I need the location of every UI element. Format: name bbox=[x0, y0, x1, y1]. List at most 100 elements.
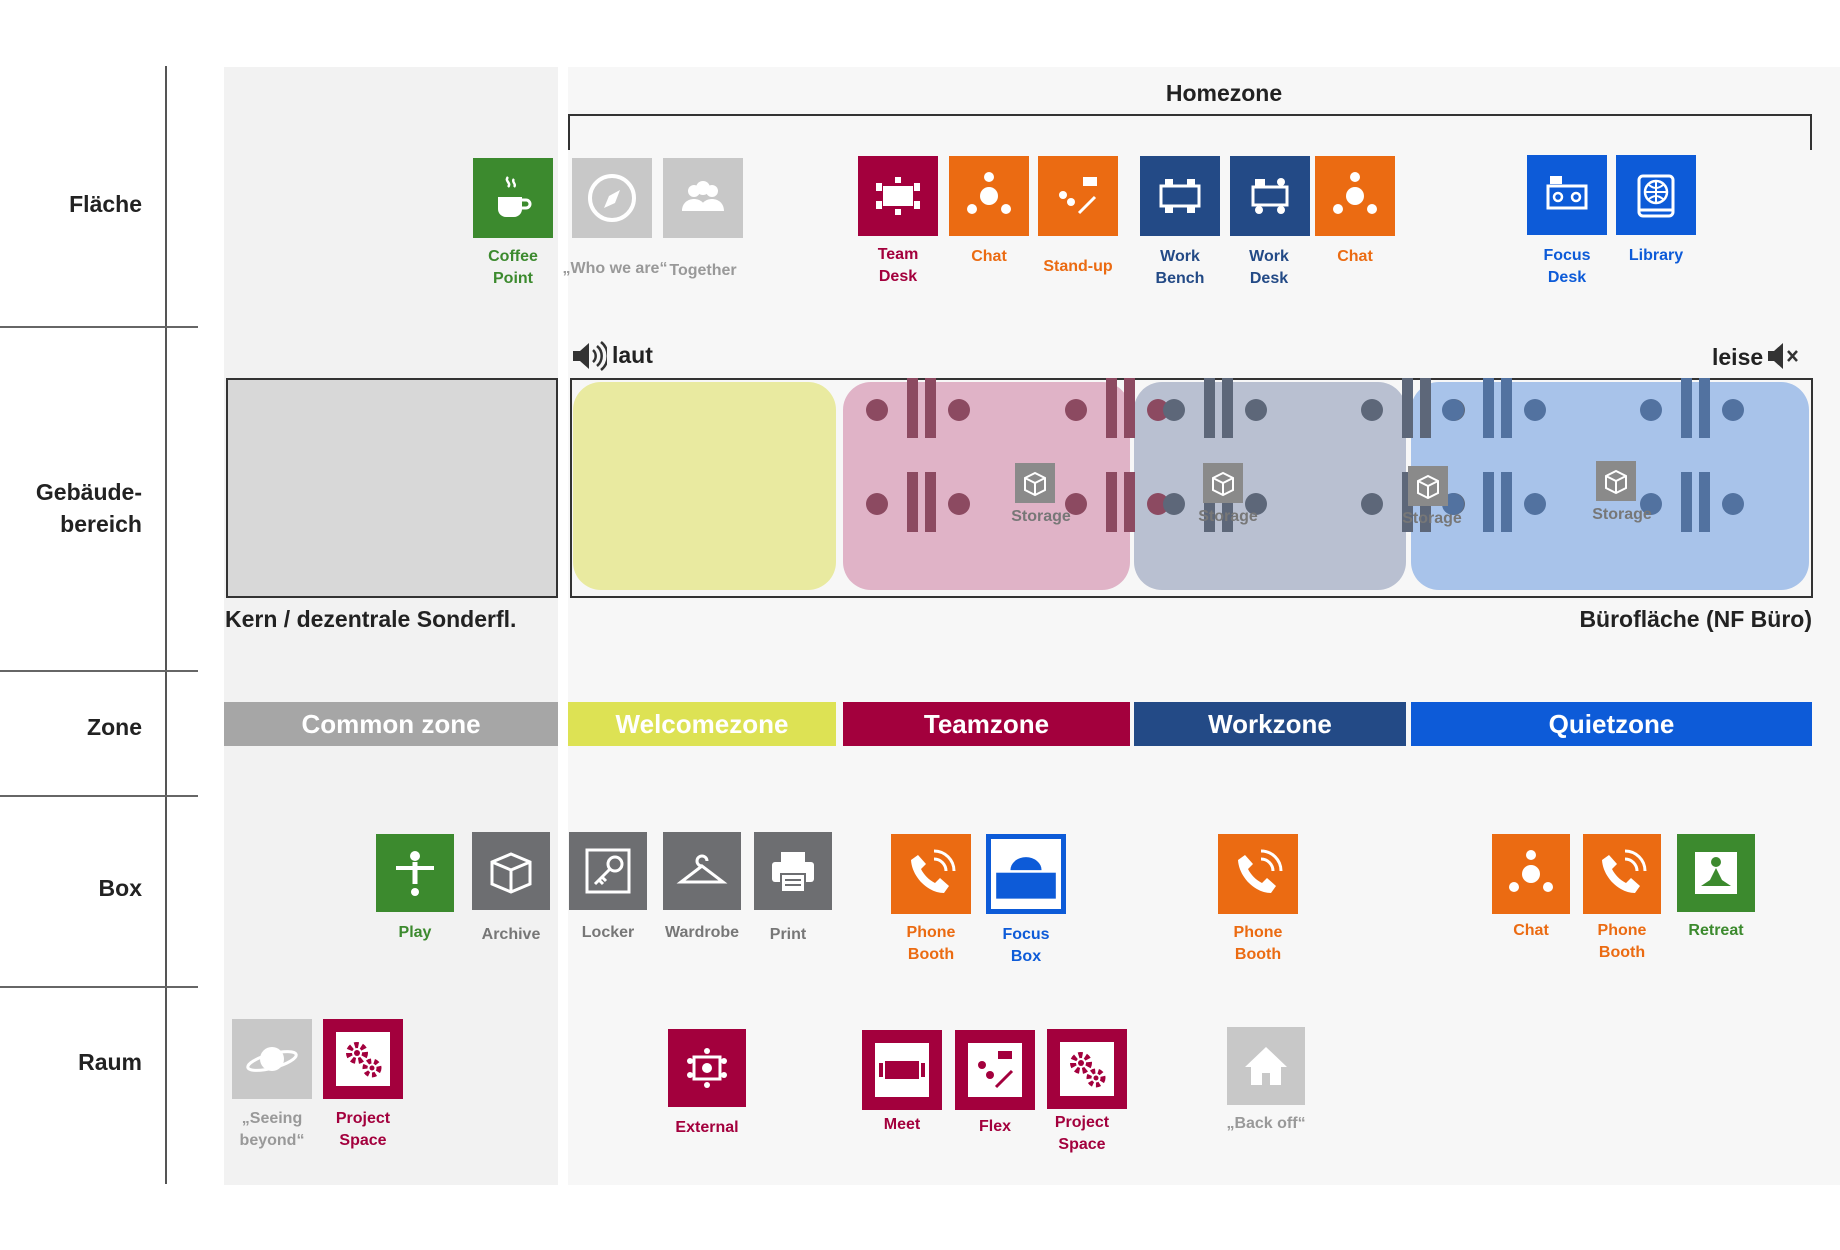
phone-booth-tile bbox=[891, 834, 971, 914]
chair bbox=[1065, 399, 1087, 421]
foosball-icon bbox=[396, 851, 434, 896]
focus-box-icon bbox=[991, 839, 1061, 909]
chair bbox=[1524, 493, 1546, 515]
chair bbox=[1245, 493, 1267, 515]
chat-label: Chat bbox=[1337, 248, 1373, 265]
together-label: Together bbox=[669, 262, 737, 279]
chair bbox=[1640, 493, 1662, 515]
chair bbox=[866, 493, 888, 515]
desk bbox=[1204, 378, 1215, 438]
work-bench-tile bbox=[1140, 156, 1220, 236]
chair bbox=[1163, 493, 1185, 515]
team-desk-tile bbox=[858, 156, 938, 236]
chat-tile bbox=[1492, 834, 1570, 914]
common-zone-background bbox=[224, 67, 558, 1185]
key-icon bbox=[585, 848, 631, 894]
library-label: Library bbox=[1628, 247, 1684, 264]
phone-booth-tile bbox=[1583, 834, 1661, 914]
flex-tile bbox=[955, 1030, 1035, 1110]
retreat-label: Retreat bbox=[1688, 922, 1744, 939]
desk bbox=[1106, 472, 1117, 532]
desk bbox=[1483, 472, 1494, 532]
chair bbox=[1245, 399, 1267, 421]
who-we-are-tile bbox=[572, 158, 652, 238]
work-desk-tile bbox=[1230, 156, 1310, 236]
focus-desk-tile bbox=[1527, 155, 1607, 235]
flex-icon bbox=[968, 1043, 1022, 1097]
stand-up-tile bbox=[1038, 156, 1118, 236]
project-space-label: Project Space bbox=[1054, 1114, 1110, 1153]
chair bbox=[1722, 493, 1744, 515]
external-meeting-icon bbox=[687, 1048, 727, 1088]
back-off-label: „Back off“ bbox=[1226, 1115, 1306, 1132]
together-tile bbox=[663, 158, 743, 238]
house-icon bbox=[1245, 1047, 1287, 1085]
zone-bar-welcome: Welcomezone bbox=[568, 702, 836, 746]
box-icon bbox=[490, 852, 532, 894]
desk bbox=[1681, 472, 1692, 532]
desk bbox=[1483, 378, 1494, 438]
phone-icon bbox=[911, 849, 956, 893]
chair bbox=[1361, 493, 1383, 515]
chat-icon bbox=[967, 172, 1011, 214]
coffee-cup-icon bbox=[498, 176, 532, 217]
row-divider bbox=[0, 670, 198, 672]
gears-icon bbox=[1060, 1042, 1114, 1096]
chair bbox=[1163, 399, 1185, 421]
globe-book-icon bbox=[1637, 174, 1675, 218]
coffee-point-tile bbox=[473, 158, 553, 238]
desk bbox=[1402, 378, 1413, 438]
project-space-tile bbox=[323, 1019, 403, 1099]
row-divider bbox=[0, 795, 198, 797]
leise-label: leise bbox=[1712, 344, 1764, 370]
chair bbox=[1524, 399, 1546, 421]
external-label: External bbox=[675, 1119, 739, 1136]
storage-box-icon bbox=[1203, 463, 1243, 503]
chair bbox=[866, 399, 888, 421]
row-divider bbox=[0, 986, 198, 988]
row-label-box: Box bbox=[98, 875, 142, 901]
homezone-background bbox=[568, 67, 1840, 1185]
chat-icon bbox=[1333, 172, 1377, 214]
print-tile bbox=[754, 832, 832, 910]
work-desk-icon bbox=[1251, 178, 1289, 214]
who-we-are-label: „Who we are“ bbox=[562, 260, 668, 277]
core-area-label: Kern / dezentrale Sonderfl. bbox=[225, 606, 517, 632]
chat-label: Chat bbox=[971, 248, 1007, 265]
chair bbox=[948, 399, 970, 421]
archive-label: Archive bbox=[481, 926, 541, 943]
external-tile bbox=[668, 1029, 746, 1107]
zone-bar-quiet: Quietzone bbox=[1411, 702, 1812, 746]
chat-label: Chat bbox=[1513, 922, 1549, 939]
desk bbox=[907, 378, 918, 438]
desk bbox=[925, 378, 936, 438]
retreat-tile bbox=[1677, 834, 1755, 912]
focus-box-label: Focus Box bbox=[1002, 926, 1050, 965]
print-label: Print bbox=[769, 926, 807, 943]
desk bbox=[1420, 378, 1431, 438]
storage-box-icon bbox=[1015, 463, 1055, 503]
storage-box-icon bbox=[1408, 466, 1448, 506]
chair bbox=[948, 493, 970, 515]
core-area bbox=[226, 378, 558, 598]
desk bbox=[1699, 472, 1710, 532]
row-divider bbox=[0, 326, 198, 328]
play-tile bbox=[376, 834, 454, 912]
team-desk-label: Team Desk bbox=[877, 246, 919, 285]
chair bbox=[1065, 493, 1087, 515]
stand-up-icon bbox=[1059, 177, 1097, 215]
phone-booth-tile bbox=[1218, 834, 1298, 914]
zone-bar-team: Teamzone bbox=[843, 702, 1130, 746]
work-desk-label: Work Desk bbox=[1249, 248, 1289, 287]
meditation-icon bbox=[1695, 852, 1737, 894]
desk bbox=[1681, 378, 1692, 438]
chair bbox=[1640, 399, 1662, 421]
gears-icon bbox=[336, 1032, 390, 1086]
locker-label: Locker bbox=[581, 924, 635, 941]
office-area-label: Bürofläche (NF Büro) bbox=[1579, 606, 1812, 632]
phone-booth-label: Phone Booth bbox=[906, 924, 956, 963]
back-off-tile bbox=[1227, 1027, 1305, 1105]
chat-tile bbox=[1315, 156, 1395, 236]
play-label: Play bbox=[398, 924, 432, 941]
zone-bar-common: Common zone bbox=[224, 702, 558, 746]
